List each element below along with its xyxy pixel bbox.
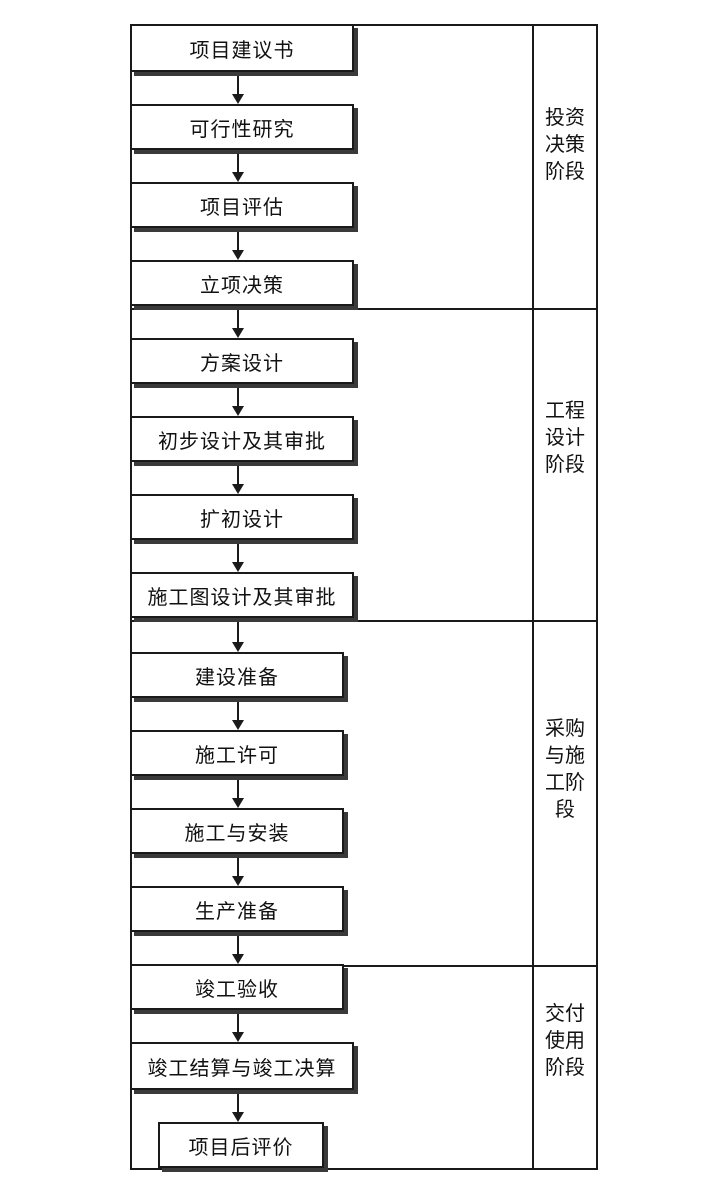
arrow-connector bbox=[237, 72, 239, 94]
arrow-connector bbox=[237, 698, 239, 720]
arrow-connector bbox=[237, 854, 239, 876]
arrow-head bbox=[232, 94, 244, 104]
arrow-head bbox=[232, 954, 244, 964]
stage-label-procurement-construction: 采购与施工阶段 bbox=[545, 716, 585, 821]
arrow-head bbox=[232, 642, 244, 652]
stage-frame-procurement-construction bbox=[130, 620, 598, 965]
stage-label-delivery: 交付使用阶段 bbox=[545, 1001, 585, 1079]
step-box: 施工图设计及其审批 bbox=[130, 572, 354, 618]
arrow-head bbox=[232, 250, 244, 260]
arrow-connector bbox=[237, 1010, 239, 1032]
arrow-head bbox=[232, 876, 244, 886]
arrow-connector bbox=[237, 384, 239, 406]
arrow-connector bbox=[237, 306, 239, 328]
step-box: 扩初设计 bbox=[130, 494, 354, 540]
arrow-head bbox=[232, 172, 244, 182]
arrow-connector bbox=[237, 150, 239, 172]
step-box: 生产准备 bbox=[130, 886, 344, 932]
stage-column-divider bbox=[532, 24, 534, 1170]
arrow-connector bbox=[237, 540, 239, 562]
step-box: 施工许可 bbox=[130, 730, 344, 776]
arrow-head bbox=[232, 720, 244, 730]
step-box: 方案设计 bbox=[130, 338, 354, 384]
arrow-head bbox=[232, 406, 244, 416]
stage-frame-engineering-design bbox=[130, 308, 598, 620]
arrow-head bbox=[232, 1112, 244, 1122]
arrow-head bbox=[232, 484, 244, 494]
arrow-connector bbox=[237, 618, 239, 642]
step-box: 初步设计及其审批 bbox=[130, 416, 354, 462]
arrow-connector bbox=[237, 1090, 239, 1112]
stage-label-engineering-design: 工程设计阶段 bbox=[545, 398, 585, 476]
step-box: 项目建议书 bbox=[130, 24, 354, 72]
step-box: 施工与安装 bbox=[130, 808, 344, 854]
arrow-head bbox=[232, 1032, 244, 1042]
step-box: 建设准备 bbox=[130, 652, 344, 698]
stage-frame-investment-decision bbox=[130, 24, 598, 308]
step-box: 可行性研究 bbox=[130, 104, 354, 150]
arrow-connector bbox=[237, 462, 239, 484]
arrow-head bbox=[232, 328, 244, 338]
step-box: 立项决策 bbox=[130, 260, 354, 306]
step-box: 竣工结算与竣工决算 bbox=[130, 1042, 354, 1090]
arrow-head bbox=[232, 562, 244, 572]
step-box: 项目评估 bbox=[130, 182, 354, 228]
arrow-connector bbox=[237, 932, 239, 954]
arrow-head bbox=[232, 798, 244, 808]
step-box: 竣工验收 bbox=[130, 964, 344, 1010]
stage-label-investment-decision: 投资决策阶段 bbox=[545, 105, 585, 183]
arrow-connector bbox=[237, 228, 239, 250]
arrow-connector bbox=[237, 776, 239, 798]
step-box: 项目后评价 bbox=[158, 1122, 324, 1168]
